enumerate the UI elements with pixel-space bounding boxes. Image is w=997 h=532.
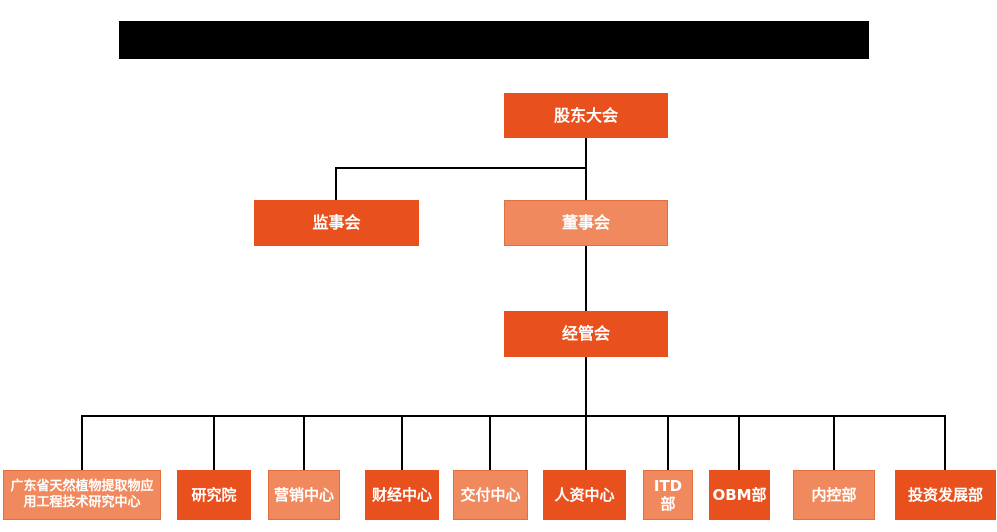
connector-management-drop [585, 357, 587, 416]
connector-dept-stub-4 [401, 415, 403, 470]
redacted-title-bar [119, 21, 869, 59]
node-supervisory-board: 监事会 [254, 200, 419, 246]
node-internal-control-department: 内控部 [793, 470, 875, 520]
node-board-of-directors: 董事会 [504, 200, 668, 246]
connector-dept-stub-6 [585, 415, 587, 470]
connector-dept-stub-3 [303, 415, 305, 470]
node-obm-department: OBM部 [709, 470, 770, 520]
connector-supervisory-drop [335, 167, 337, 200]
connector-departments-bus [81, 415, 946, 417]
connector-root-drop [585, 138, 587, 200]
node-hr-center: 人资中心 [543, 470, 626, 520]
node-guangdong-research-center: 广东省天然植物提取物应用工程技术研究中心 [3, 470, 161, 520]
connector-dept-stub-10 [944, 415, 946, 470]
connector-dept-stub-5 [489, 415, 491, 470]
node-research-institute: 研究院 [177, 470, 251, 520]
node-itd-department: ITD部 [643, 470, 693, 520]
node-investment-development-department: 投资发展部 [895, 470, 996, 520]
node-management-committee: 经管会 [504, 311, 668, 357]
node-marketing-center: 营销中心 [268, 470, 340, 520]
connector-dept-stub-2 [213, 415, 215, 470]
node-finance-center: 财经中心 [365, 470, 439, 520]
connector-dept-stub-1 [81, 415, 83, 470]
connector-board-to-management [585, 246, 587, 311]
connector-dept-stub-9 [833, 415, 835, 470]
connector-dept-stub-8 [738, 415, 740, 470]
connector-dept-stub-7 [667, 415, 669, 470]
node-delivery-center: 交付中心 [453, 470, 528, 520]
connector-level2-branch [335, 167, 587, 169]
node-shareholders-meeting: 股东大会 [504, 93, 668, 138]
